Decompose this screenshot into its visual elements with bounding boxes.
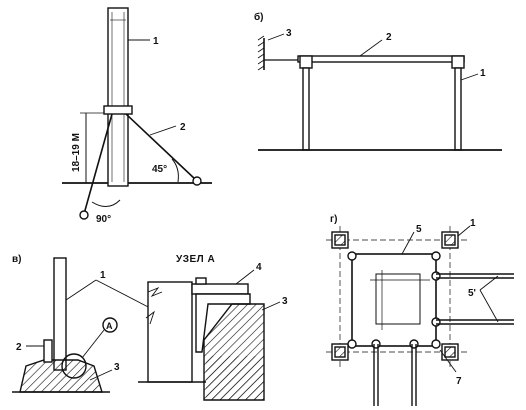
top-beam — [297, 55, 465, 63]
anchor-right — [192, 176, 202, 186]
callout-7-ring: 7 — [456, 376, 462, 387]
callout-5-frame: 5 — [416, 224, 422, 235]
panel-g-labels: г) 1 5 5' 7 — [330, 214, 476, 387]
ring — [431, 317, 441, 327]
anchor-left — [79, 210, 89, 220]
footing-v — [19, 359, 103, 393]
brace-collar — [103, 105, 133, 115]
callout-1-post-v: 1 — [100, 270, 106, 281]
plan-frame — [351, 253, 437, 347]
callout-4-node-top: 4 — [256, 262, 262, 273]
callout-3-wall: 3 — [286, 28, 292, 39]
ring — [431, 339, 441, 349]
panel-b-labels: б) 3 2 1 — [254, 11, 486, 79]
post-v — [53, 257, 67, 371]
callout-2-brace: 2 — [180, 122, 186, 133]
ring — [409, 339, 419, 349]
angle-90-arc — [91, 199, 121, 207]
callout-1-post-b: 1 — [480, 68, 486, 79]
panel-g — [326, 225, 514, 406]
callout-1-post-g: 1 — [470, 218, 476, 229]
height-dimension-label: 18–19 M — [71, 133, 82, 172]
panel-b — [257, 33, 502, 151]
panel-a — [62, 7, 212, 220]
brace-right — [125, 113, 197, 181]
ring — [347, 251, 357, 261]
plan-inner-square — [375, 273, 421, 325]
callout-3-node-base: 3 — [282, 296, 288, 307]
angle-90-label: 90° — [96, 214, 111, 225]
angle-45-label: 45° — [152, 164, 167, 175]
post-left-b — [302, 67, 310, 151]
node-a-clamp — [191, 283, 249, 295]
node-a-post — [147, 281, 193, 383]
callout-3-footing: 3 — [114, 362, 120, 373]
panel-v — [12, 257, 281, 401]
panel-v-labels: в) 1 2 3 А УЗЕЛ А 4 3 — [12, 254, 288, 373]
post-head-left — [299, 55, 313, 69]
post-right-b — [454, 67, 462, 151]
ring — [431, 251, 441, 261]
ring — [347, 339, 357, 349]
node-circle-v — [61, 353, 87, 379]
node-a-marker-label: А — [106, 321, 113, 331]
wedge-v — [43, 339, 53, 363]
node-a-title: УЗЕЛ А — [176, 254, 215, 265]
panel-b-label: б) — [254, 11, 264, 23]
ring — [371, 339, 381, 349]
node-a-marker — [102, 317, 118, 333]
ring — [431, 271, 441, 281]
callout-5-rods: 5' — [468, 288, 476, 299]
callout-2-beam: 2 — [386, 32, 392, 43]
post-head-right — [451, 55, 465, 69]
callout-1-post: 1 — [153, 36, 159, 47]
angle-45-arc — [171, 158, 179, 183]
panel-g-label: г) — [330, 214, 338, 225]
panel-a-labels: 1 2 18–19 M 45° 90° — [71, 36, 186, 225]
brace-left — [83, 113, 113, 215]
node-a-bracket — [195, 293, 251, 353]
panel-v-label: в) — [12, 254, 21, 265]
mast-post — [107, 7, 129, 187]
callout-2-wedge: 2 — [16, 342, 22, 353]
